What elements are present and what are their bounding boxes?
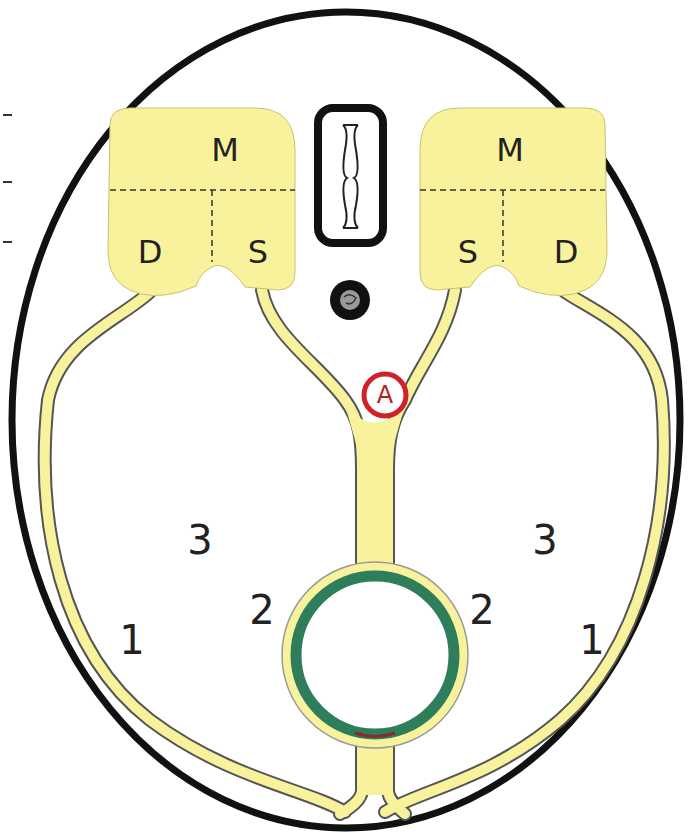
callout-number: 3 xyxy=(532,520,557,560)
artery-circle: A xyxy=(361,371,409,419)
gland-lobe: M S D xyxy=(415,105,610,300)
callout-number: 2 xyxy=(469,590,494,630)
gland-lobe: M D S xyxy=(105,105,300,300)
region-letter: D xyxy=(554,236,579,268)
callout-number: 3 xyxy=(187,520,212,560)
region-letter: S xyxy=(248,236,268,268)
gland-lobe-outline xyxy=(105,105,300,300)
callout-number: 1 xyxy=(579,620,604,660)
region-letter: M xyxy=(211,134,239,166)
callout-number: 1 xyxy=(119,620,144,660)
region-letter: M xyxy=(496,134,524,166)
region-letter: A xyxy=(377,383,393,407)
callout-number: 2 xyxy=(249,590,274,630)
region-letter: S xyxy=(458,236,478,268)
region-letter: D xyxy=(138,236,163,268)
